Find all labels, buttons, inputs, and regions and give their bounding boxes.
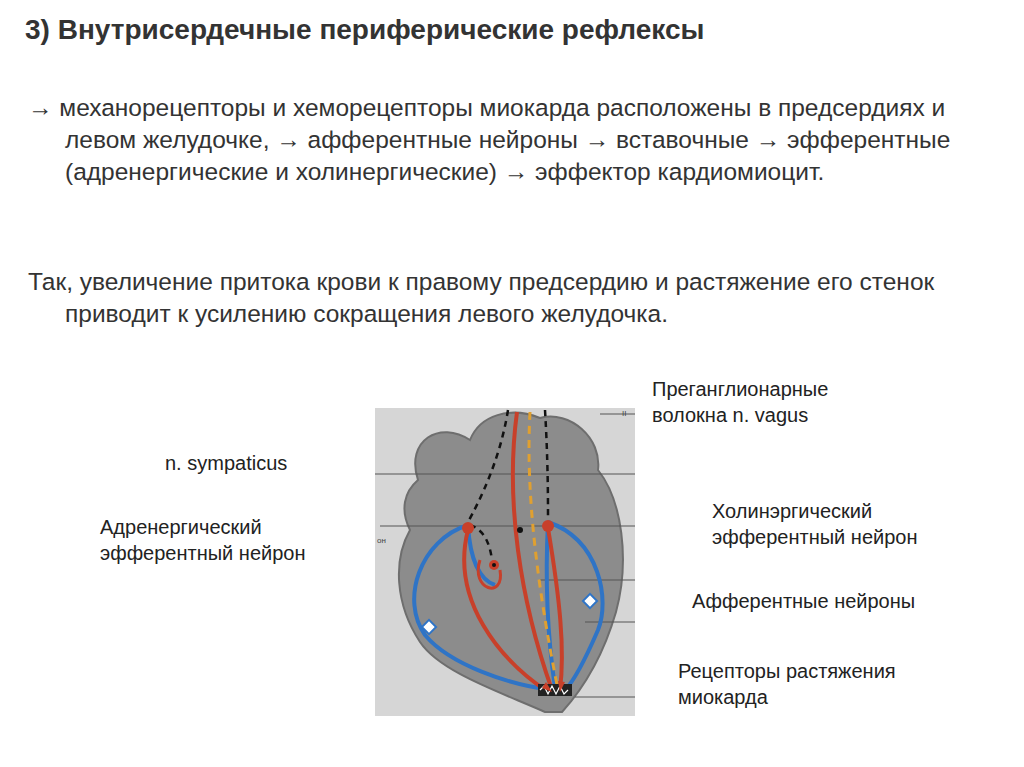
label-text: он [377,536,397,545]
slide-title: 3) Внутрисердечные периферические рефлек… [25,14,704,46]
label-text: → механорецепторы и хеморецепторы миокар… [28,92,978,188]
heart-outline [399,413,623,712]
label-text: Афферентные нейроны [692,588,992,614]
label-text: Так, увеличение притока крови к правому … [28,266,978,330]
label-text: n. sympaticus [165,450,355,476]
figure-label: Адренергический эфферентный нейрон [100,514,365,566]
figure-label: n. sympaticus [165,450,355,476]
stretch-receptor [538,684,572,696]
arrowheads [542,681,565,692]
figure-label: Рецепторы растяжения миокарда [678,658,918,710]
figure-label: Преганглионарные волокна n. vagus [652,376,862,428]
figure-label: Афферентные нейроны [692,588,992,614]
label-text: II [622,409,634,418]
neuron-bodies [462,520,554,570]
body-paragraph: → механорецепторы и хеморецепторы миокар… [28,92,978,188]
figure-mark: он [377,536,397,545]
label-text: Адренергический эфферентный нейрон [100,514,365,566]
label-text: Рецепторы растяжения миокарда [678,658,918,710]
body-paragraph: Так, увеличение притока крови к правому … [28,266,978,330]
label-text: Холинэргический эфферентный нейрон [712,498,992,550]
title-text: 3) Внутрисердечные периферические рефлек… [25,14,704,46]
label-text: Преганглионарные волокна n. vagus [652,376,862,428]
figure-ground [375,408,635,716]
preganglionic-fibers [468,410,548,560]
nerve-pathways [414,412,602,692]
figure-label: Холинэргический эфферентный нейрон [712,498,992,550]
receptor-markers [422,594,597,634]
figure-mark: II [622,409,634,418]
leader-lines [375,414,635,697]
